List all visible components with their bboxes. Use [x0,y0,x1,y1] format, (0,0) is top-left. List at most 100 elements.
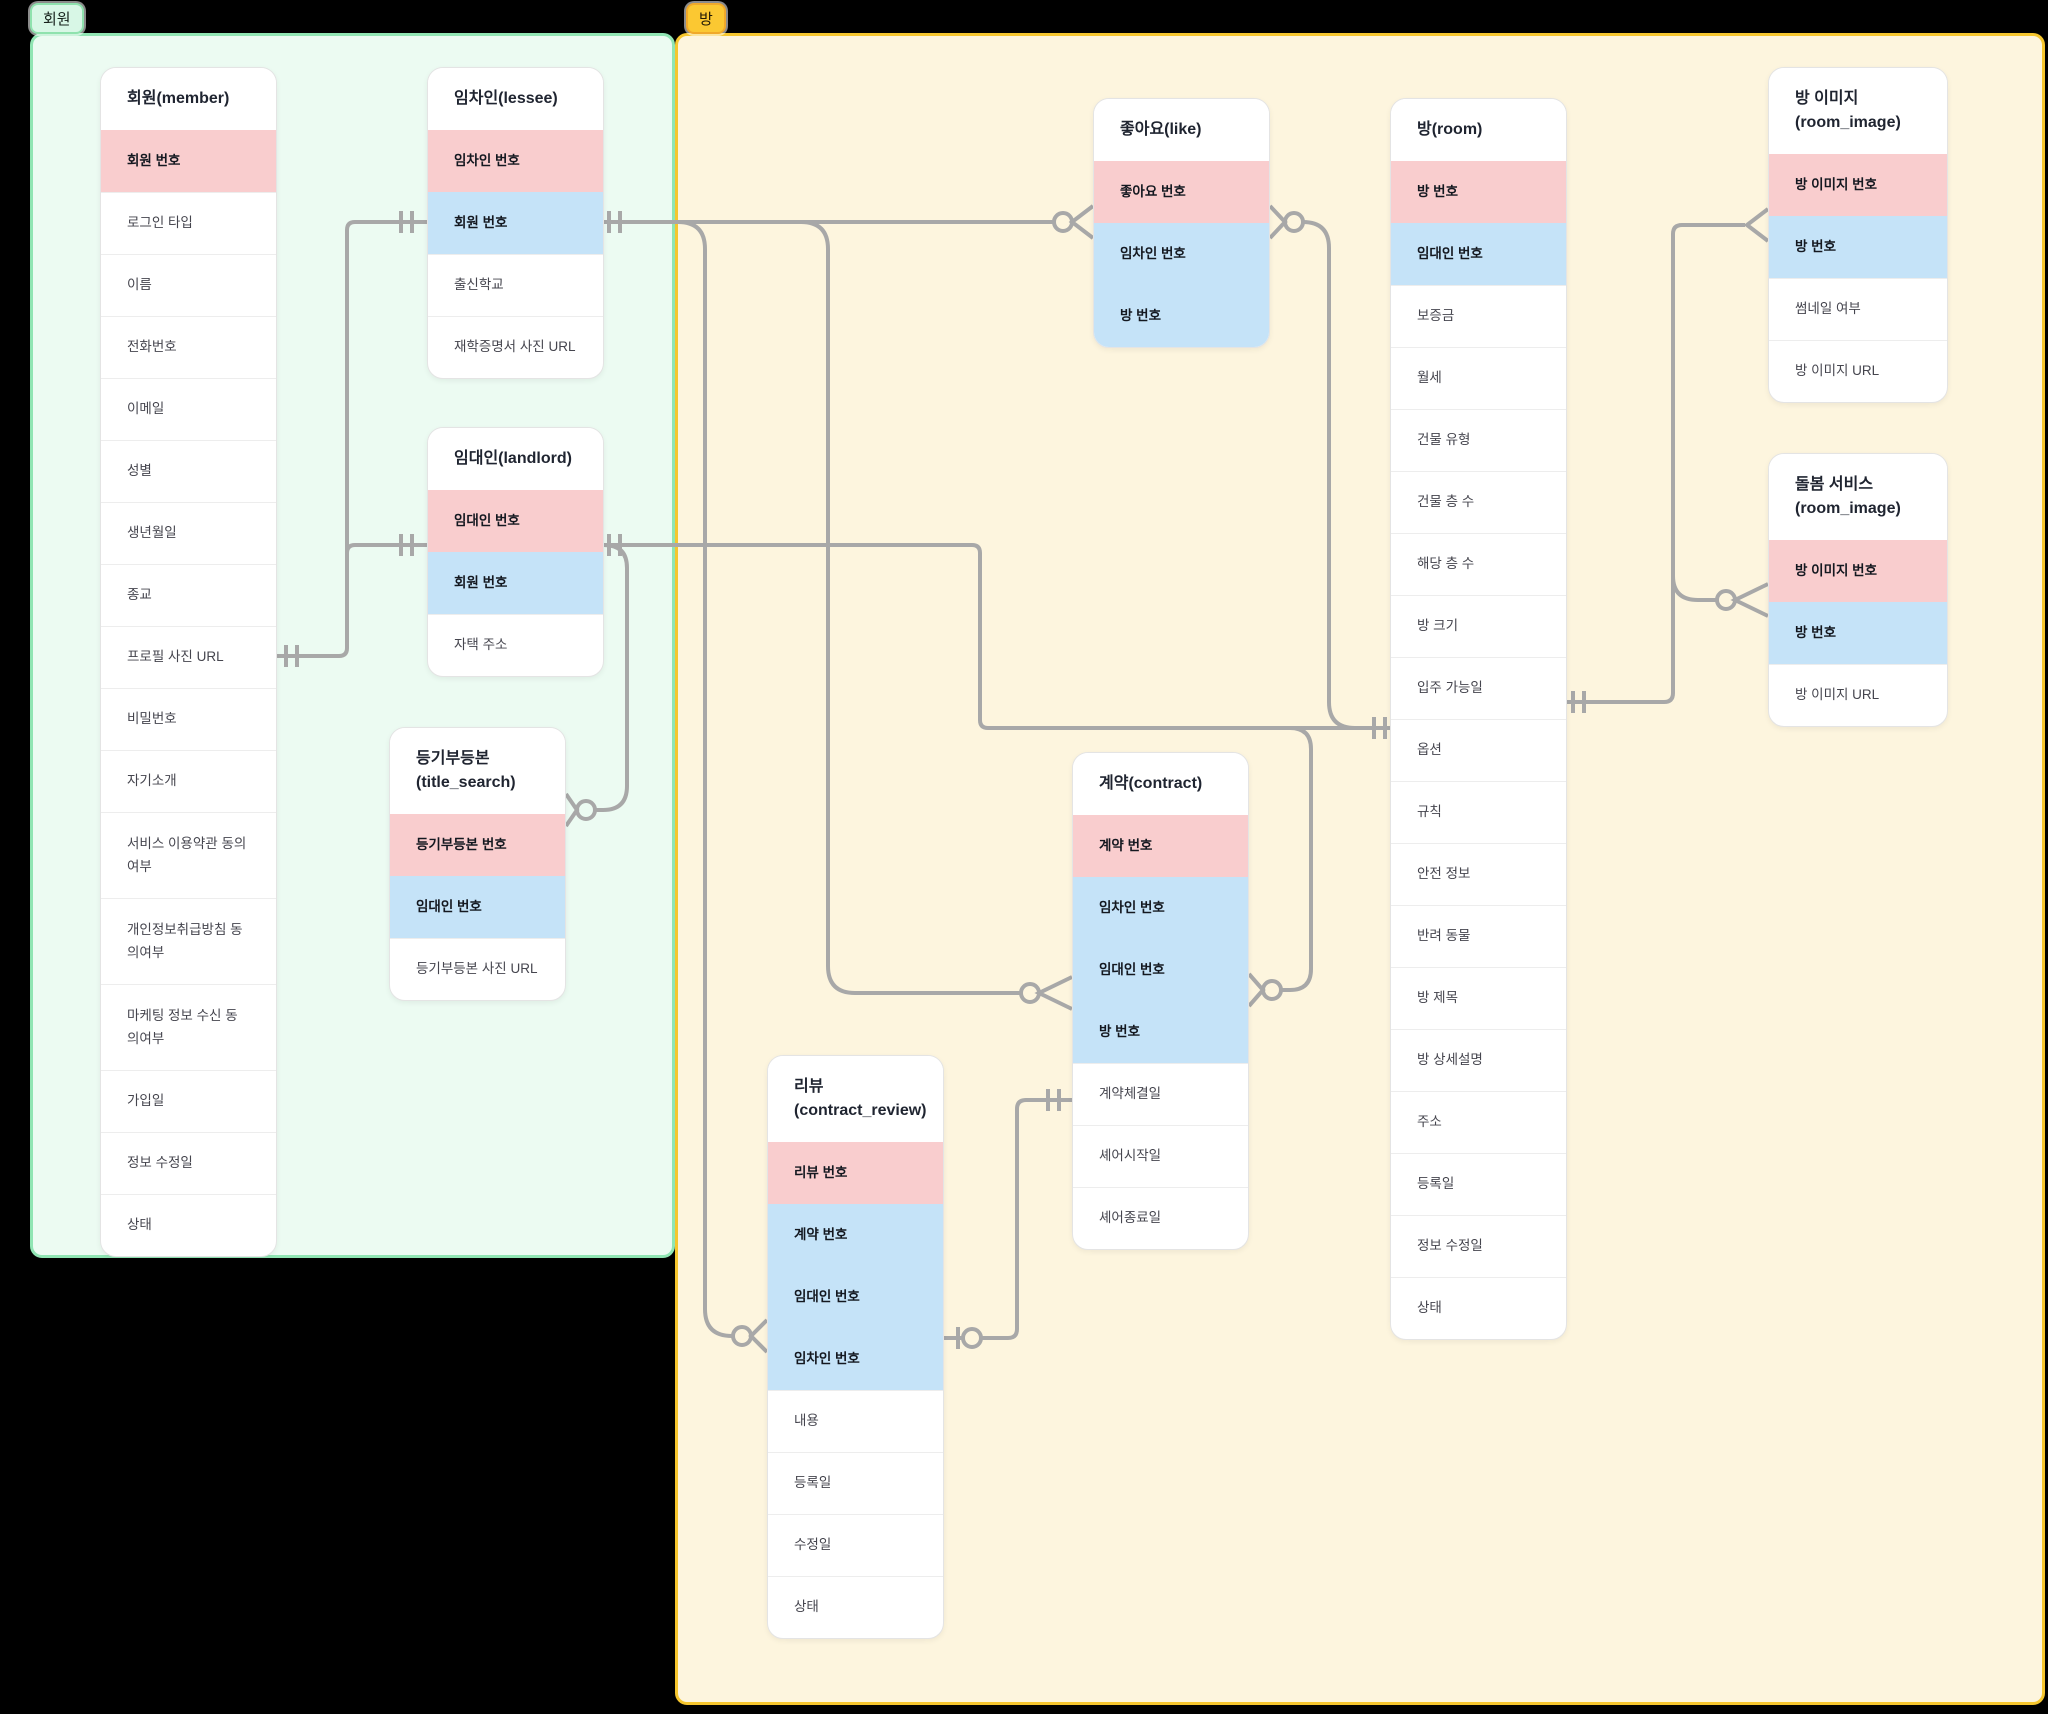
table-title-line: 리뷰 [794,1078,824,1095]
field-row[interactable]: 마케팅 정보 수신 동 의여부 [101,984,276,1070]
table-title[interactable]: 회원(member) [101,68,276,130]
table-title-line: 임대인(landlord) [454,450,572,467]
field-row[interactable]: 자택 주소 [428,614,603,676]
field-row[interactable]: 보증금 [1391,285,1566,347]
field-row-pk[interactable]: 좋아요 번호 [1094,161,1269,223]
table-title[interactable]: 방 이미지(room_image) [1769,68,1947,154]
table-title-line: 등기부등본 [416,750,490,767]
table-title[interactable]: 계약(contract) [1073,753,1248,815]
table-title[interactable]: 방(room) [1391,99,1566,161]
field-row-fk[interactable]: 계약 번호 [768,1204,943,1266]
field-row[interactable]: 생년월일 [101,502,276,564]
field-row[interactable]: 등록일 [768,1452,943,1514]
field-row[interactable]: 정보 수정일 [1391,1215,1566,1277]
field-row[interactable]: 건물 유형 [1391,409,1566,471]
table-title-line: 임차인(lessee) [454,90,558,107]
field-row[interactable]: 전화번호 [101,316,276,378]
field-row-pk[interactable]: 방 번호 [1391,161,1566,223]
field-row[interactable]: 자기소개 [101,750,276,812]
field-row-pk[interactable]: 임차인 번호 [428,130,603,192]
field-row-pk[interactable]: 방 이미지 번호 [1769,540,1947,602]
field-row[interactable]: 프로필 사진 URL [101,626,276,688]
field-row[interactable]: 월세 [1391,347,1566,409]
table-title[interactable]: 임대인(landlord) [428,428,603,490]
group-tab-label: 방 [699,11,713,28]
field-row[interactable]: 상태 [768,1576,943,1638]
field-row[interactable]: 입주 가능일 [1391,657,1566,719]
field-row[interactable]: 상태 [101,1194,276,1256]
field-row-fk[interactable]: 회원 번호 [428,552,603,614]
field-row-fk[interactable]: 방 번호 [1073,1001,1248,1063]
table-title[interactable]: 돌봄 서비스(room_image) [1769,454,1947,540]
field-row[interactable]: 계약체결일 [1073,1063,1248,1125]
field-row-fk[interactable]: 방 번호 [1094,285,1269,347]
field-row[interactable]: 방 제목 [1391,967,1566,1029]
field-row[interactable]: 방 상세설명 [1391,1029,1566,1091]
field-row[interactable]: 옵션 [1391,719,1566,781]
field-row[interactable]: 로그인 타입 [101,192,276,254]
field-row[interactable]: 출신학교 [428,254,603,316]
field-row-fk[interactable]: 임차인 번호 [1094,223,1269,285]
field-row-pk[interactable]: 리뷰 번호 [768,1142,943,1204]
field-row-fk[interactable]: 임차인 번호 [1073,877,1248,939]
field-row-pk[interactable]: 등기부등본 번호 [390,814,565,876]
field-row-fk[interactable]: 방 번호 [1769,602,1947,664]
field-row[interactable]: 주소 [1391,1091,1566,1153]
field-row[interactable]: 수정일 [768,1514,943,1576]
group-tab-room[interactable]: 방 [686,3,726,34]
field-row[interactable]: 상태 [1391,1277,1566,1339]
field-row[interactable]: 내용 [768,1390,943,1452]
table-title[interactable]: 등기부등본(title_search) [390,728,565,814]
field-row-fk[interactable]: 임차인 번호 [768,1328,943,1390]
field-row-fk[interactable]: 임대인 번호 [768,1266,943,1328]
field-row[interactable]: 이메일 [101,378,276,440]
field-row[interactable]: 종교 [101,564,276,626]
field-row[interactable]: 건물 층 수 [1391,471,1566,533]
field-row[interactable]: 방 크기 [1391,595,1566,657]
field-row[interactable]: 재학증명서 사진 URL [428,316,603,378]
field-row[interactable]: 썸네일 여부 [1769,278,1947,340]
field-row[interactable]: 등록일 [1391,1153,1566,1215]
field-row[interactable]: 안전 정보 [1391,843,1566,905]
field-row[interactable]: 셰어시작일 [1073,1125,1248,1187]
field-row-pk[interactable]: 방 이미지 번호 [1769,154,1947,216]
field-row[interactable]: 서비스 이용약관 동의 여부 [101,812,276,898]
field-row-fk[interactable]: 회원 번호 [428,192,603,254]
field-row-fk[interactable]: 임대인 번호 [390,876,565,938]
field-row-fk[interactable]: 임대인 번호 [1073,939,1248,1001]
table-title[interactable]: 리뷰(contract_review) [768,1056,943,1142]
table-title[interactable]: 좋아요(like) [1094,99,1269,161]
field-row[interactable]: 방 이미지 URL [1769,340,1947,402]
field-row[interactable]: 규칙 [1391,781,1566,843]
field-row-fk[interactable]: 방 번호 [1769,216,1947,278]
field-row[interactable]: 이름 [101,254,276,316]
field-row-fk[interactable]: 임대인 번호 [1391,223,1566,285]
table-title[interactable]: 임차인(lessee) [428,68,603,130]
field-row[interactable]: 방 이미지 URL [1769,664,1947,726]
field-row-pk[interactable]: 계약 번호 [1073,815,1248,877]
field-row[interactable]: 가입일 [101,1070,276,1132]
field-row[interactable]: 해당 층 수 [1391,533,1566,595]
field-row[interactable]: 성별 [101,440,276,502]
field-row-pk[interactable]: 임대인 번호 [428,490,603,552]
table-title-line: 돌봄 서비스 [1795,476,1874,493]
field-row[interactable]: 셰어종료일 [1073,1187,1248,1249]
field-row[interactable]: 등기부등본 사진 URL [390,938,565,1000]
field-row[interactable]: 비밀번호 [101,688,276,750]
field-row-pk[interactable]: 회원 번호 [101,130,276,192]
field-row[interactable]: 반려 동물 [1391,905,1566,967]
field-row[interactable]: 정보 수정일 [101,1132,276,1194]
group-tab-member[interactable]: 회원 [30,3,84,34]
field-row[interactable]: 개인정보취급방침 동 의여부 [101,898,276,984]
